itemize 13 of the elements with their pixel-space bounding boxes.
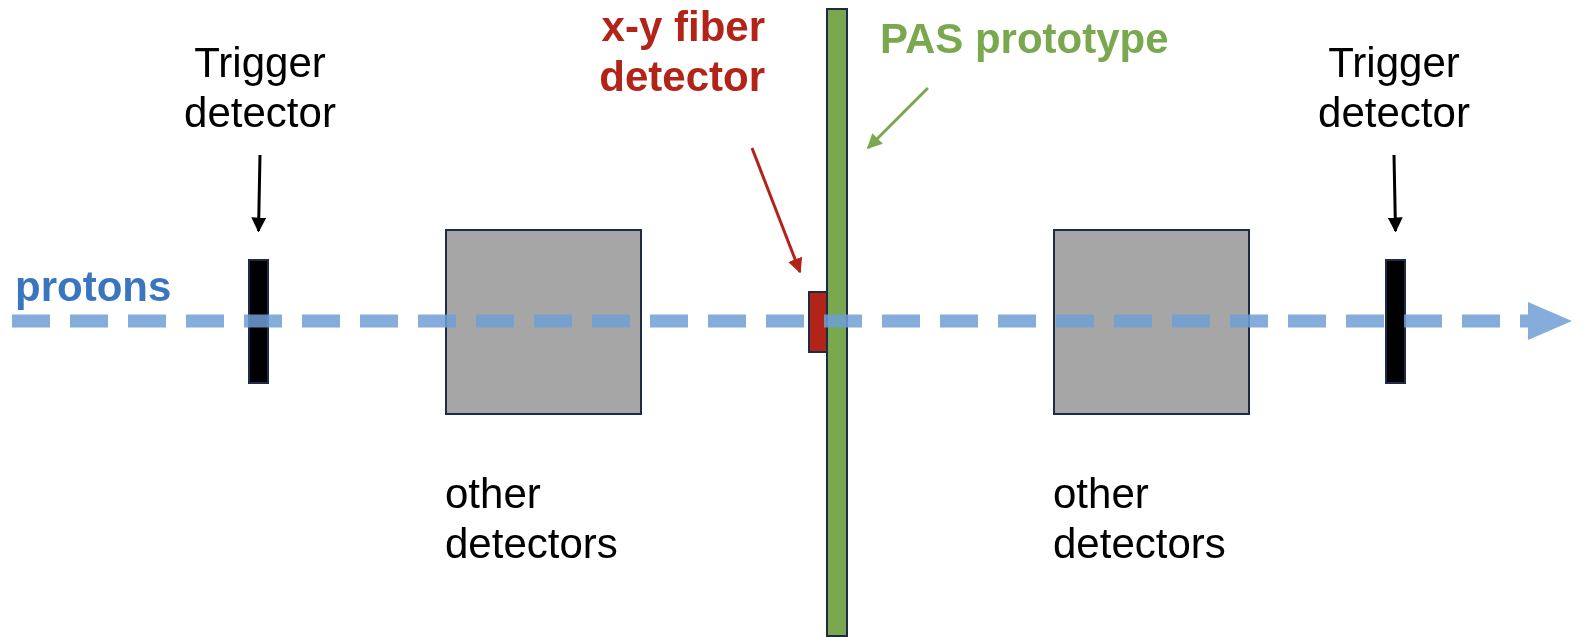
leader-arrow xyxy=(866,86,929,150)
leader-arrow xyxy=(1387,154,1403,233)
detector-label: other detectors xyxy=(1053,469,1227,569)
callout-label: Trigger detector xyxy=(1317,38,1471,138)
callout-label: Trigger detector xyxy=(183,38,337,138)
beam-label: protons xyxy=(15,262,172,312)
detector-bar xyxy=(826,8,848,637)
detector-bar xyxy=(1385,259,1406,384)
leader-arrow xyxy=(750,147,803,274)
leader-arrow xyxy=(251,154,267,233)
callout-label: x-y fiber detector xyxy=(598,2,765,102)
detector-label: other detectors xyxy=(445,469,619,569)
callout-label: PAS prototype xyxy=(880,14,1170,64)
